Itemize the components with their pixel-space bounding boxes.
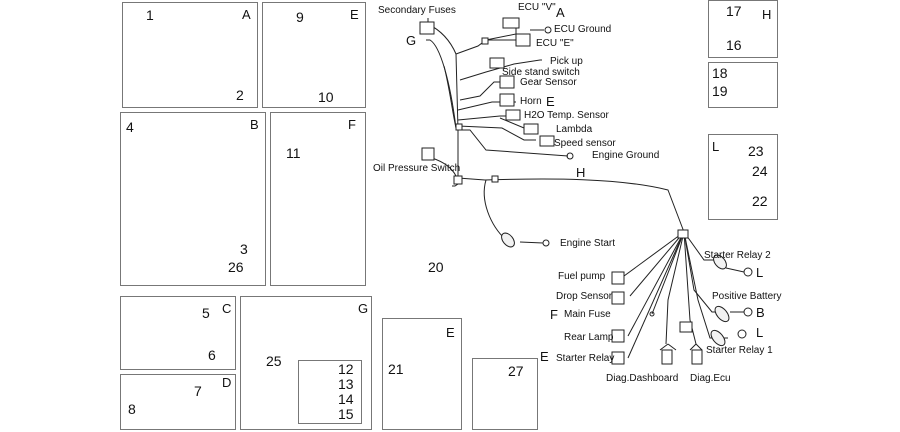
- label-diag-ecu: Diag.Ecu: [690, 373, 731, 384]
- harness-number: 20: [428, 259, 444, 275]
- part-number: 26: [228, 259, 244, 275]
- part-number: 1: [146, 7, 154, 23]
- letter-starter-relay-2: L: [756, 265, 764, 280]
- part-number: 6: [208, 347, 216, 363]
- panel-letter: H: [762, 7, 772, 22]
- part-number: 22: [752, 193, 768, 209]
- label-h2o-sensor: H2O Temp. Sensor: [524, 110, 609, 121]
- label-secondary-fuses: Secondary Fuses: [378, 5, 456, 16]
- part-number: 24: [752, 163, 768, 179]
- label-engine-start: Engine Start: [560, 238, 616, 249]
- part-number: 15: [338, 406, 354, 422]
- part-number: 17: [726, 3, 742, 19]
- letter-secondary-fuses: G: [406, 33, 417, 48]
- label-rear-lamp: Rear Lamp: [564, 332, 614, 343]
- part-number: 25: [266, 353, 282, 369]
- part-number: 8: [128, 401, 136, 417]
- part-number: 2: [236, 87, 244, 103]
- part-number: 27: [508, 363, 524, 379]
- part-number: 21: [388, 361, 404, 377]
- part-number: 4: [126, 119, 134, 135]
- letter-main-fuse: F: [550, 307, 558, 322]
- part-number: 5: [202, 305, 210, 321]
- label-ecu-e: ECU "E": [536, 38, 574, 49]
- panel-letter: B: [250, 117, 259, 132]
- label-ecu-v: ECU "V": [518, 2, 556, 13]
- label-oil-pressure: Oil Pressure Switch: [373, 163, 461, 174]
- part-number: 12: [338, 361, 354, 377]
- panel-l: [708, 134, 778, 220]
- letter-starter-relay: E: [540, 349, 549, 364]
- part-number: 14: [338, 391, 354, 407]
- connector-boxes: [419, 17, 703, 365]
- letter-engine-ground: H: [576, 165, 586, 180]
- panel-h: [708, 0, 778, 58]
- label-diag-dashboard: Diag.Dashboard: [606, 373, 679, 384]
- panel-letter: E: [350, 7, 359, 22]
- label-lambda: Lambda: [556, 124, 593, 135]
- label-starter-relay-2: Starter Relay 2: [704, 250, 771, 261]
- panel-a: [122, 2, 258, 108]
- label-horn: Horn: [520, 96, 542, 107]
- panel-18-19: [708, 62, 778, 108]
- ring-terminals: [501, 26, 753, 347]
- label-drop-sensor: Drop Sensor: [556, 291, 613, 302]
- panel-letter: G: [358, 301, 369, 316]
- label-side-stand: Side stand switch: [502, 67, 580, 78]
- part-number: 13: [338, 376, 354, 392]
- panel-b: [120, 112, 266, 286]
- panel-e-bottom: [382, 318, 462, 430]
- label-engine-ground: Engine Ground: [592, 150, 660, 161]
- panel-letter: A: [242, 7, 251, 22]
- part-number: 23: [748, 143, 764, 159]
- label-gear-sensor: Gear Sensor: [520, 77, 577, 88]
- part-number: 7: [194, 383, 202, 399]
- panel-f: [270, 112, 366, 286]
- panel-d: [120, 374, 236, 430]
- part-number: 11: [286, 145, 301, 161]
- panel-g-inset: [298, 360, 362, 424]
- panel-letter: E: [446, 325, 455, 340]
- label-main-fuse: Main Fuse: [564, 309, 611, 320]
- part-number: 3: [240, 241, 248, 257]
- panel-c: [120, 296, 236, 370]
- letter-starter-relay-1: L: [756, 325, 764, 340]
- panel-27: [472, 358, 538, 430]
- part-number: 16: [726, 37, 742, 53]
- label-starter-relay: Starter Relay: [556, 353, 615, 364]
- panel-letter: F: [348, 117, 356, 132]
- label-positive-battery: Positive Battery: [712, 291, 782, 302]
- label-speed-sensor: Speed sensor: [554, 138, 616, 149]
- letter-ecu-v: A: [556, 5, 565, 20]
- part-number: 18: [712, 65, 728, 81]
- part-number: 10: [318, 89, 334, 105]
- letter-positive-battery: B: [756, 305, 765, 320]
- panel-letter: C: [222, 301, 232, 316]
- part-number: 9: [296, 9, 304, 25]
- label-pick-up: Pick up: [550, 56, 583, 67]
- part-number: 19: [712, 83, 728, 99]
- label-fuel-pump: Fuel pump: [558, 271, 606, 282]
- label-starter-relay-1: Starter Relay 1: [706, 345, 773, 356]
- label-ecu-ground: ECU Ground: [554, 24, 612, 35]
- panel-letter: D: [222, 375, 232, 390]
- letter-horn: E: [546, 94, 555, 109]
- panel-letter: L: [712, 139, 720, 154]
- panel-e-top: [262, 2, 366, 108]
